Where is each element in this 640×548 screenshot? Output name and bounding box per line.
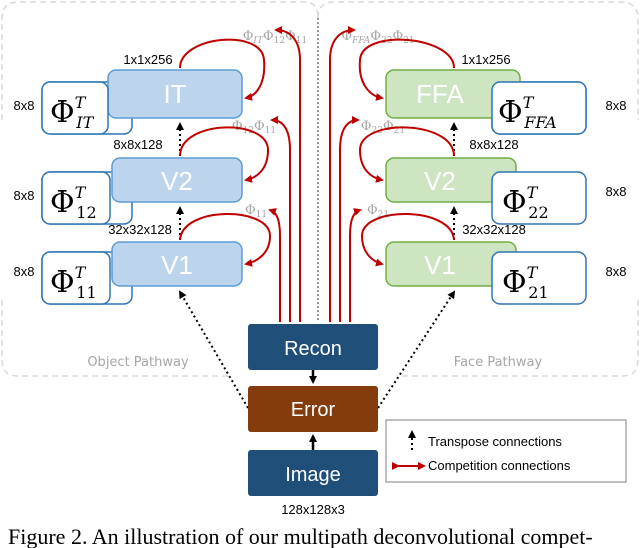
- object-pathway-label: Object Pathway: [87, 355, 189, 370]
- legend-box: [385, 419, 627, 483]
- phi-box-12-front: [41, 171, 111, 225]
- competition-arrow-ffa-v1-loop: [360, 213, 455, 267]
- face-pathway-label: Face Pathway: [454, 355, 543, 370]
- dim-ffa-v1: 32x32x128: [462, 222, 526, 237]
- figure-caption: Figure 2. An illustration of our multipa…: [8, 524, 593, 548]
- competition-arrow-recon-ffa-v2: [339, 116, 360, 322]
- competition-arrow-recon-it-v1: [268, 208, 281, 322]
- layer-label-ffa-v1: V1: [424, 250, 456, 280]
- filter-size-it: 8x8: [14, 98, 35, 113]
- face-pathway-region-bottom: [400, 300, 639, 377]
- competition-arrow-it-loop: [179, 38, 266, 101]
- filter-size-21: 8x8: [606, 264, 627, 279]
- legend-transpose-label: Transpose connections: [428, 434, 562, 449]
- phi-box-ffa-front: [491, 81, 587, 135]
- competition-arrow-recon-it-v2: [270, 116, 291, 322]
- dim-ffa: 1x1x256: [461, 52, 510, 67]
- legend-competition-label: Competition connections: [428, 458, 571, 473]
- layer-box-it-v1: [111, 241, 243, 287]
- dim-it-v2: 8x8x128: [113, 137, 162, 152]
- layer-label-ffa-v2: V2: [424, 166, 456, 196]
- phi-box-it-front: [41, 81, 109, 135]
- dim-ffa-v2: 8x8x128: [469, 137, 518, 152]
- phi-box-22: [491, 171, 587, 225]
- transpose-arrow-error-right: [377, 290, 456, 409]
- competition-arrow-recon-ffa-v1: [349, 208, 362, 322]
- layer-label-it: IT: [163, 79, 186, 109]
- image-box: [248, 450, 378, 496]
- object-pathway-region-bottom: [1, 300, 230, 377]
- layer-label-it-v2: V2: [161, 166, 193, 196]
- image-dim-label: 128x128x3: [281, 502, 345, 517]
- competition-arrow-it-v1-loop: [179, 213, 272, 267]
- dim-it-v1: 32x32x128: [108, 222, 172, 237]
- phi-label-top-left: ΦITΦ12Φ11: [243, 29, 307, 46]
- layer-label-ffa: FFA: [416, 79, 464, 109]
- competition-arrow-recon-ffa: [329, 26, 356, 322]
- layer-box-it-v2: [111, 157, 243, 203]
- competition-arrow-it-v2-loop: [179, 126, 270, 183]
- competition-arrow-ffa-loop: [358, 38, 455, 101]
- phi-label-low-right: Φ21: [367, 203, 389, 220]
- face-pathway-region: [317, 1, 639, 120]
- filter-size-11: 8x8: [14, 264, 35, 279]
- competition-arrow-recon-it: [274, 26, 301, 322]
- error-label: Error: [291, 399, 336, 421]
- transpose-arrow-error-left: [178, 290, 249, 409]
- filter-size-ffa: 8x8: [606, 98, 627, 113]
- recon-label: Recon: [284, 338, 342, 360]
- recon-box: [248, 324, 378, 370]
- phi-box-11-front: [41, 251, 111, 305]
- filter-size-22: 8x8: [606, 184, 627, 199]
- image-label: Image: [285, 464, 341, 486]
- filter-size-12: 8x8: [14, 188, 35, 203]
- dim-it: 1x1x256: [123, 52, 172, 67]
- competition-arrow-ffa-v2-loop: [358, 126, 455, 183]
- error-box: [248, 386, 378, 432]
- phi-label-low-left: Φ11: [245, 203, 267, 220]
- phi-box-21: [491, 251, 587, 305]
- layer-label-it-v1: V1: [161, 250, 193, 280]
